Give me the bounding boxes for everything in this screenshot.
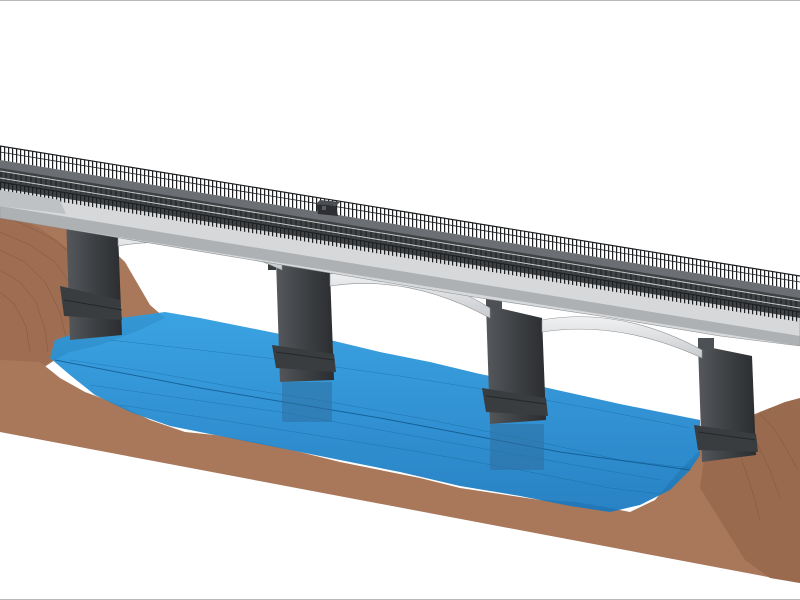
left-abutment xyxy=(0,190,66,214)
front-railing xyxy=(0,181,800,322)
valley-ground xyxy=(0,360,800,583)
deck-girder-shadow xyxy=(0,206,800,346)
deck-equipment-box xyxy=(316,200,340,216)
rail-right xyxy=(0,177,800,309)
water-ripple-lines xyxy=(69,339,691,495)
water-baseline xyxy=(54,359,691,471)
track-bed-top xyxy=(0,160,800,298)
pier-3 xyxy=(482,298,548,470)
arch-span-3 xyxy=(541,316,703,359)
viewport-top-border xyxy=(0,0,800,1)
pier-2 xyxy=(268,255,336,422)
pier-4 xyxy=(694,338,758,462)
rail-left xyxy=(0,170,800,302)
rear-railing xyxy=(0,145,800,290)
